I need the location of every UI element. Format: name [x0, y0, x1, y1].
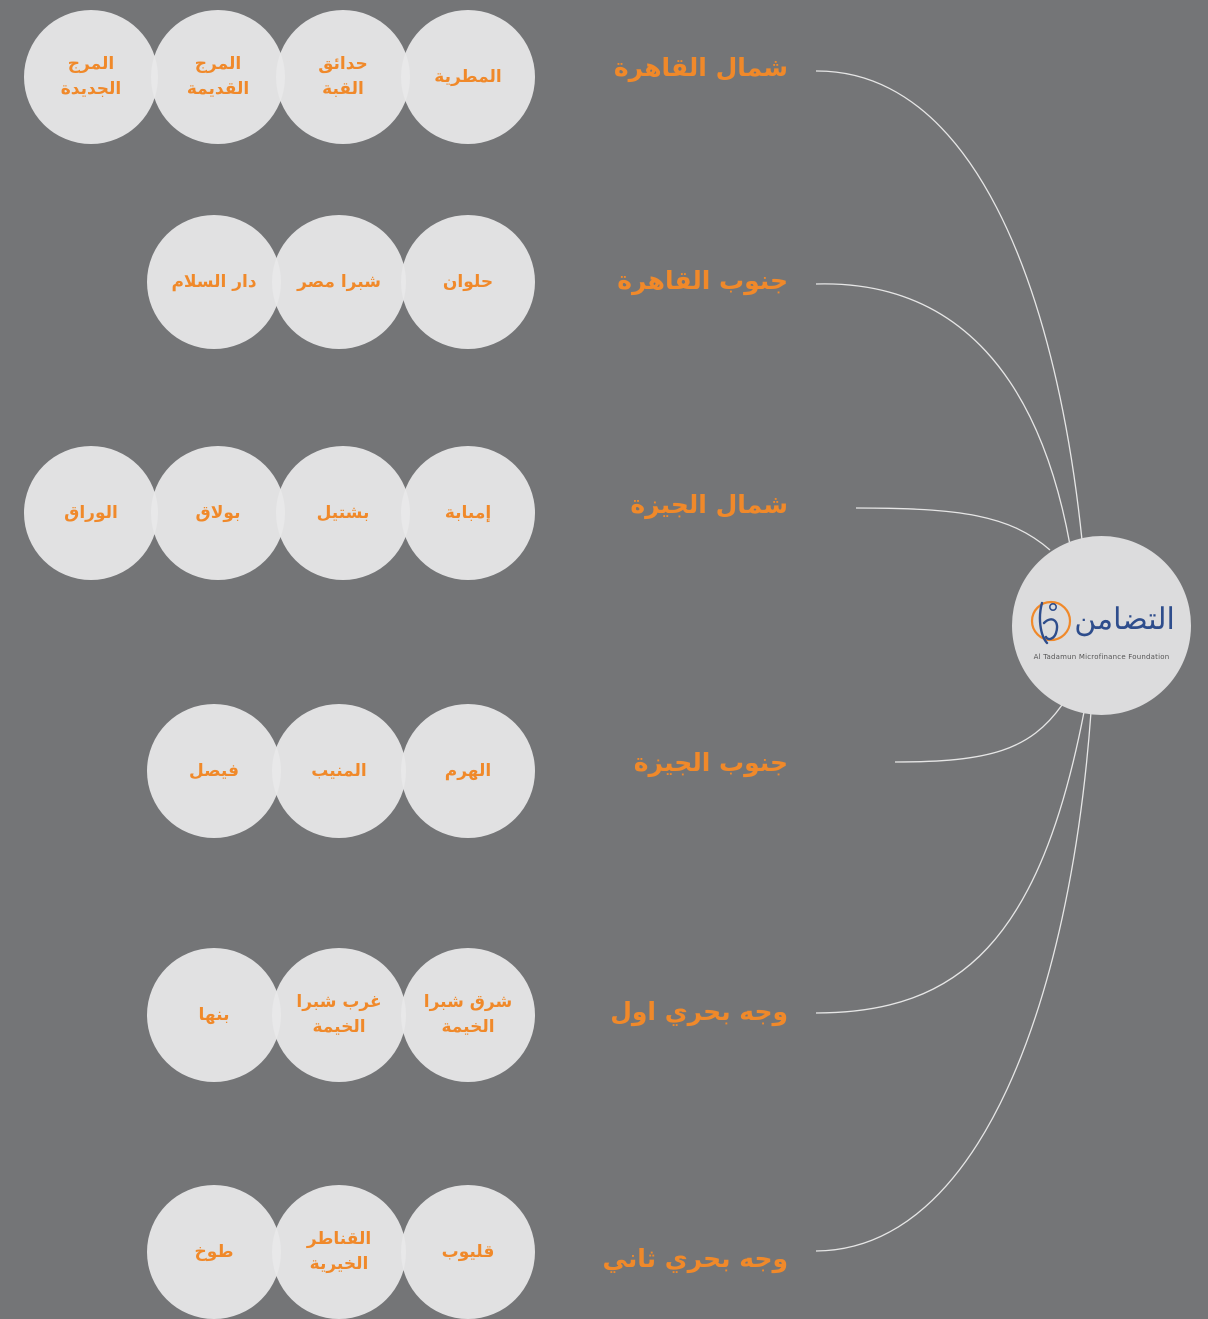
area-bubble[interactable]: فيصل: [147, 704, 281, 838]
area-label: الوراق: [64, 502, 118, 523]
area-bubble[interactable]: طوخ: [147, 1185, 281, 1319]
connector-line-south-giza: [894, 704, 1063, 763]
area-bubble[interactable]: المرج القديمة: [151, 10, 285, 144]
area-bubble[interactable]: إمبابة: [401, 446, 535, 580]
area-label: المطرية: [434, 66, 502, 87]
area-label: بنها: [198, 1004, 230, 1025]
area-bubble[interactable]: بنها: [147, 948, 281, 1082]
area-label: شرق شبرا الخيمة: [423, 992, 513, 1037]
area-bubble[interactable]: شبرا مصر: [272, 215, 406, 349]
area-bubble[interactable]: شرق شبرا الخيمة: [401, 948, 535, 1082]
logo-wordmark: التضامن: [1074, 601, 1175, 637]
connector-line-north-cairo: [815, 70, 1083, 541]
area-label: فيصل: [189, 760, 239, 781]
area-label: بشتيل: [316, 502, 370, 523]
area-label: المنيب: [311, 760, 367, 781]
connector-line-north-giza: [855, 507, 1051, 551]
region-label-delta-1: وجه بحري اول: [610, 997, 788, 1026]
area-label: حدائق القبة: [318, 54, 368, 99]
connector-line-south-cairo: [815, 283, 1071, 546]
area-bubble[interactable]: المنيب: [272, 704, 406, 838]
region-label-south-giza: جنوب الجيزة: [633, 748, 788, 777]
area-bubble[interactable]: حلوان: [401, 215, 535, 349]
area-bubble[interactable]: المرج الجديدة: [24, 10, 158, 144]
area-bubble[interactable]: الوراق: [24, 446, 158, 580]
hub-logo-circle: التضامن Al Tadamun Microfinance Foundati…: [1012, 536, 1191, 715]
area-label: بولاق: [195, 502, 241, 523]
area-label: المرج القديمة: [186, 54, 250, 99]
region-label-north-giza: شمال الجيزة: [630, 490, 788, 519]
area-label: حلوان: [442, 271, 494, 292]
area-label: طوخ: [194, 1241, 234, 1262]
area-bubble[interactable]: بشتيل: [276, 446, 410, 580]
area-bubble[interactable]: حدائق القبة: [276, 10, 410, 144]
area-bubble[interactable]: المطرية: [401, 10, 535, 144]
area-label: المرج الجديدة: [60, 54, 122, 99]
area-label: غرب شبرا الخيمة: [296, 992, 382, 1037]
area-label: دار السلام: [171, 271, 257, 292]
area-bubble[interactable]: دار السلام: [147, 215, 281, 349]
logo-emblem-icon: [1031, 600, 1072, 644]
area-label: القناطر الخيرية: [306, 1229, 372, 1274]
region-label-south-cairo: جنوب القاهرة: [617, 266, 788, 295]
area-bubble[interactable]: غرب شبرا الخيمة: [272, 948, 406, 1082]
area-label: قليوب: [441, 1241, 495, 1262]
area-bubble[interactable]: القناطر الخيرية: [272, 1185, 406, 1319]
logo-subtitle: Al Tadamun Microfinance Foundation: [1033, 652, 1170, 661]
connector-line-delta-2: [815, 711, 1092, 1252]
area-label: إمبابة: [444, 502, 492, 523]
logo: التضامن: [1028, 591, 1175, 649]
area-label: شبرا مصر: [297, 271, 381, 292]
area-bubble[interactable]: الهرم: [401, 704, 535, 838]
area-label: الهرم: [444, 760, 492, 781]
area-bubble[interactable]: بولاق: [151, 446, 285, 580]
region-label-delta-2: وجه بحري ثاني: [602, 1244, 788, 1273]
connector-line-delta-1: [815, 711, 1085, 1014]
region-label-north-cairo: شمال القاهرة: [613, 53, 788, 82]
area-bubble[interactable]: قليوب: [401, 1185, 535, 1319]
